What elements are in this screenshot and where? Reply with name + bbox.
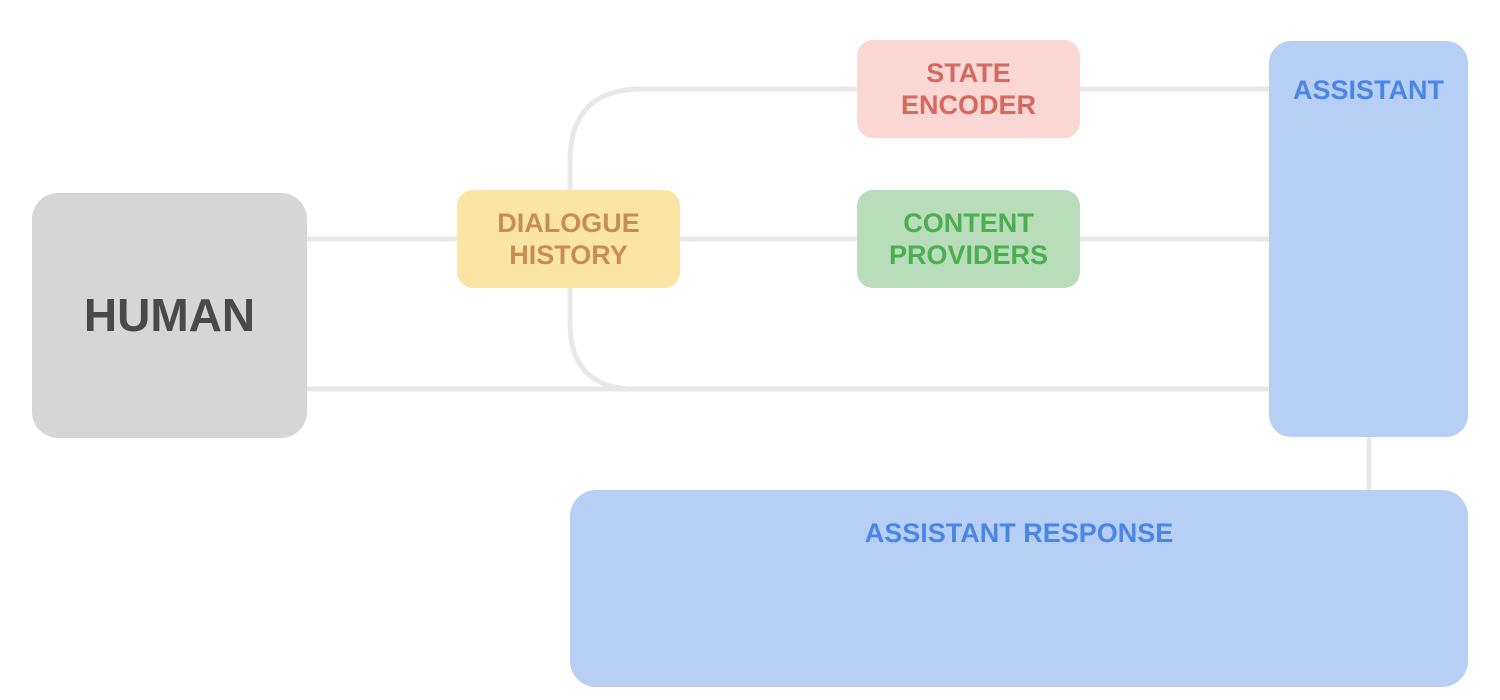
node-dialogue-history-label-line1: DIALOGUE — [497, 207, 640, 238]
node-human-label: HUMAN — [83, 288, 256, 341]
node-state-encoder-label-line2: ENCODER — [900, 90, 1036, 120]
node-dialogue-history: DIALOGUE HISTORY — [457, 190, 680, 288]
connector-dialogue-state-encoder-branch — [567, 86, 1269, 392]
node-content-providers-label-line1: CONTENT — [903, 207, 1034, 238]
node-assistant: ASSISTANT — [1269, 41, 1468, 437]
node-assistant-response-label: ASSISTANT RESPONSE — [864, 518, 1174, 548]
node-assistant-response: ASSISTANT RESPONSE — [570, 490, 1468, 687]
node-assistant-label: ASSISTANT — [1292, 75, 1444, 105]
node-content-providers: CONTENT PROVIDERS — [857, 190, 1080, 288]
node-content-providers-label-line2: PROVIDERS — [888, 240, 1049, 270]
node-human: HUMAN — [32, 193, 307, 438]
node-state-encoder-label-line1: STATE — [926, 57, 1011, 88]
node-dialogue-history-label-line2: HISTORY — [509, 240, 628, 270]
node-state-encoder: STATE ENCODER — [857, 40, 1080, 138]
